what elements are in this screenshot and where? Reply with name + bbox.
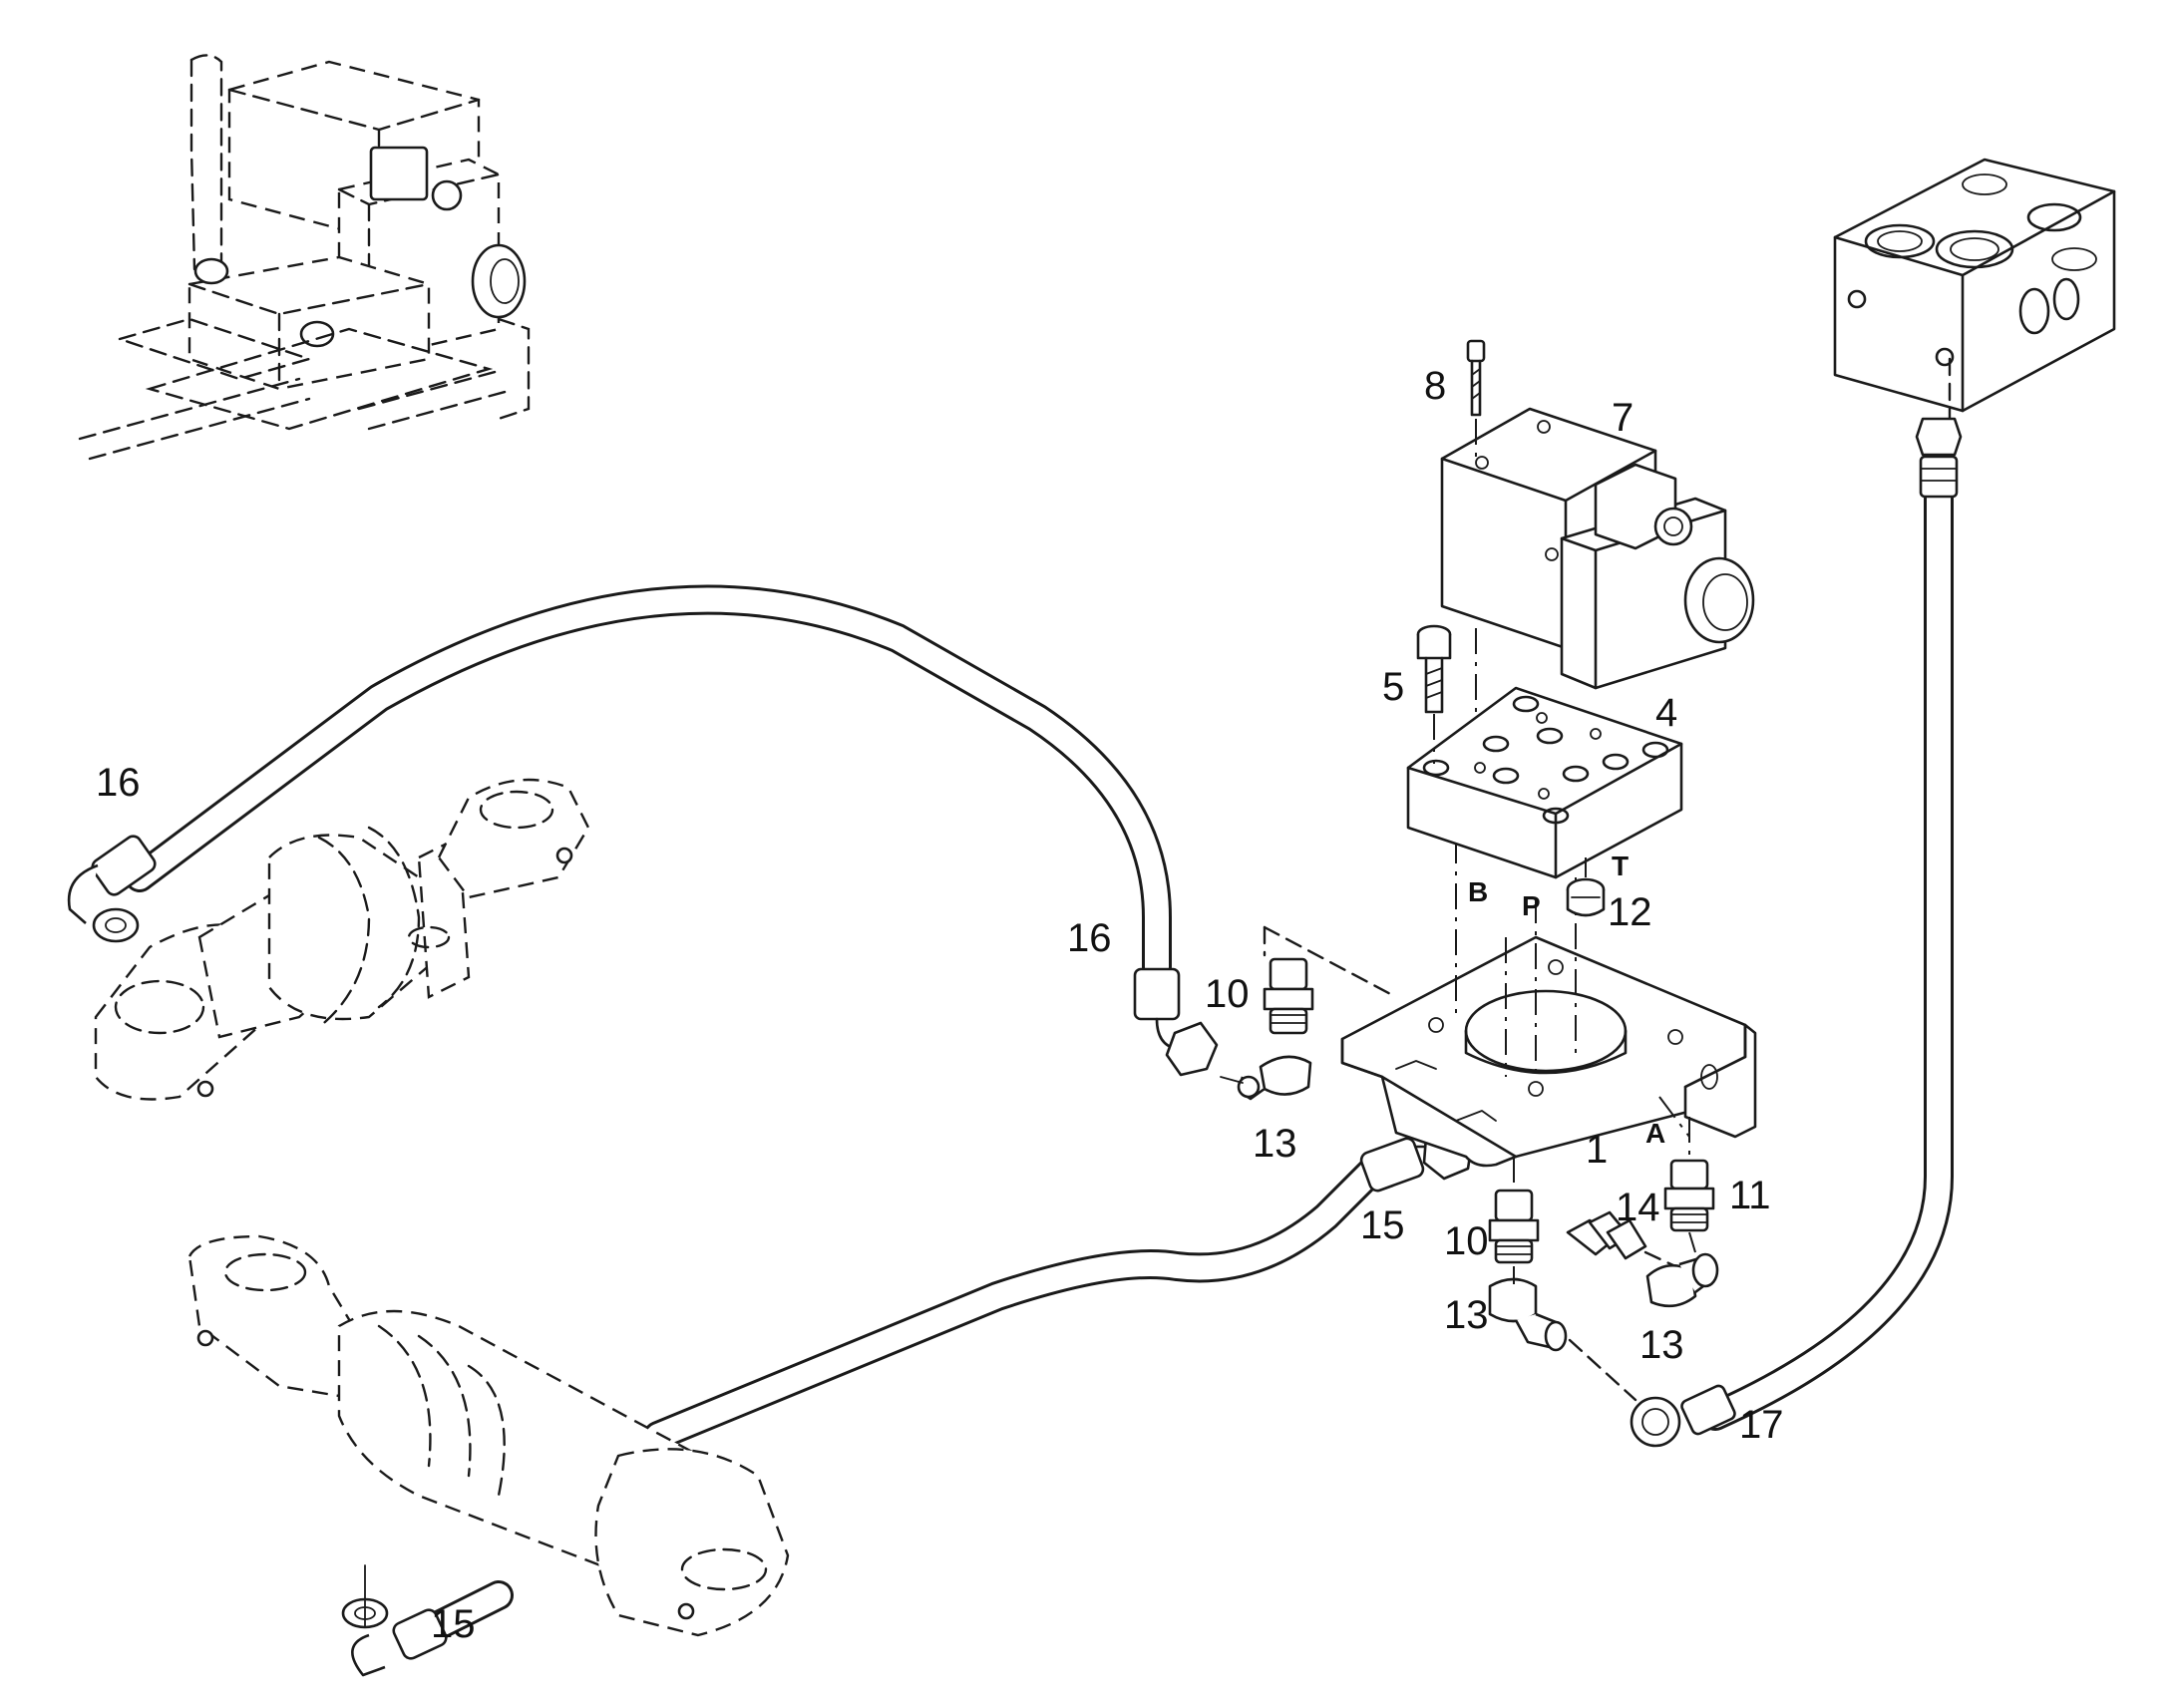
inset-knob — [471, 243, 527, 319]
callout-16-right: 16 — [1067, 916, 1112, 960]
inset-connector-box — [369, 146, 429, 201]
mounting-bracket — [1340, 838, 1757, 1168]
hose-16-swivel-nut — [1165, 1021, 1219, 1077]
screw-5 — [1416, 624, 1452, 764]
callout-4: 4 — [1655, 691, 1677, 735]
assembly-overview-inset — [78, 54, 531, 461]
hydraulic-cylinder-upper — [94, 778, 590, 1101]
callout-10-lower: 10 — [1444, 1219, 1489, 1263]
inset-bolt-left — [193, 257, 229, 285]
manifold-block — [1833, 158, 2116, 413]
port-label-p: P — [1522, 890, 1541, 921]
hose-17-top-nut — [1915, 417, 1963, 457]
callout-5: 5 — [1382, 665, 1404, 709]
callout-13-lower-right: 13 — [1639, 1323, 1684, 1367]
callout-14: 14 — [1616, 1186, 1660, 1229]
callout-8: 8 — [1424, 364, 1446, 408]
hose-17 — [1630, 357, 1963, 1448]
port-labels: B P T A — [1468, 851, 1665, 1149]
adapter-10-upper — [1263, 957, 1314, 1035]
hydraulic-cylinder-lower — [187, 1234, 790, 1637]
hose-17-bottom-nut — [1630, 1396, 1681, 1448]
callout-15-upper: 15 — [1360, 1203, 1405, 1247]
callout-7: 7 — [1612, 396, 1634, 440]
elbow-13-lower-left — [1488, 1266, 1637, 1402]
plug-12 — [1566, 857, 1606, 917]
hose-15 — [341, 1125, 1474, 1677]
valve-manual-knob — [1683, 556, 1755, 644]
callout-10-upper: 10 — [1205, 972, 1250, 1016]
adapter-11 — [1663, 1117, 1715, 1232]
solenoid-valve-7 — [1440, 407, 1755, 718]
callout-labels: 8 7 5 4 12 16 16 10 13 1 14 11 15 10 13 … — [96, 364, 1784, 1646]
assembly-leader-lines — [1263, 925, 1690, 1138]
callout-13-lower-left: 13 — [1444, 1293, 1489, 1337]
callout-15-lower: 15 — [431, 1602, 476, 1646]
adapter-10-lower — [1488, 1157, 1540, 1264]
callout-13-upper: 13 — [1253, 1122, 1297, 1166]
callout-12: 12 — [1608, 890, 1652, 934]
screw-8 — [1466, 339, 1486, 459]
elbow-13-upper — [1220, 1055, 1312, 1101]
port-label-a: A — [1645, 1118, 1665, 1149]
inset-connector-nut — [431, 179, 463, 211]
subplate-4 — [1406, 686, 1683, 879]
hose-16-eye-fitting — [92, 907, 140, 943]
callout-16-left: 16 — [96, 761, 141, 805]
callout-1: 1 — [1586, 1128, 1608, 1172]
elbow-13-lower-right — [1645, 1231, 1719, 1308]
adapter-14 — [1566, 1210, 1677, 1268]
callout-17: 17 — [1739, 1403, 1784, 1447]
port-label-t: T — [1612, 851, 1629, 881]
hose-16 — [67, 584, 1219, 1077]
callout-11: 11 — [1729, 1174, 1771, 1217]
port-label-b: B — [1468, 876, 1488, 907]
